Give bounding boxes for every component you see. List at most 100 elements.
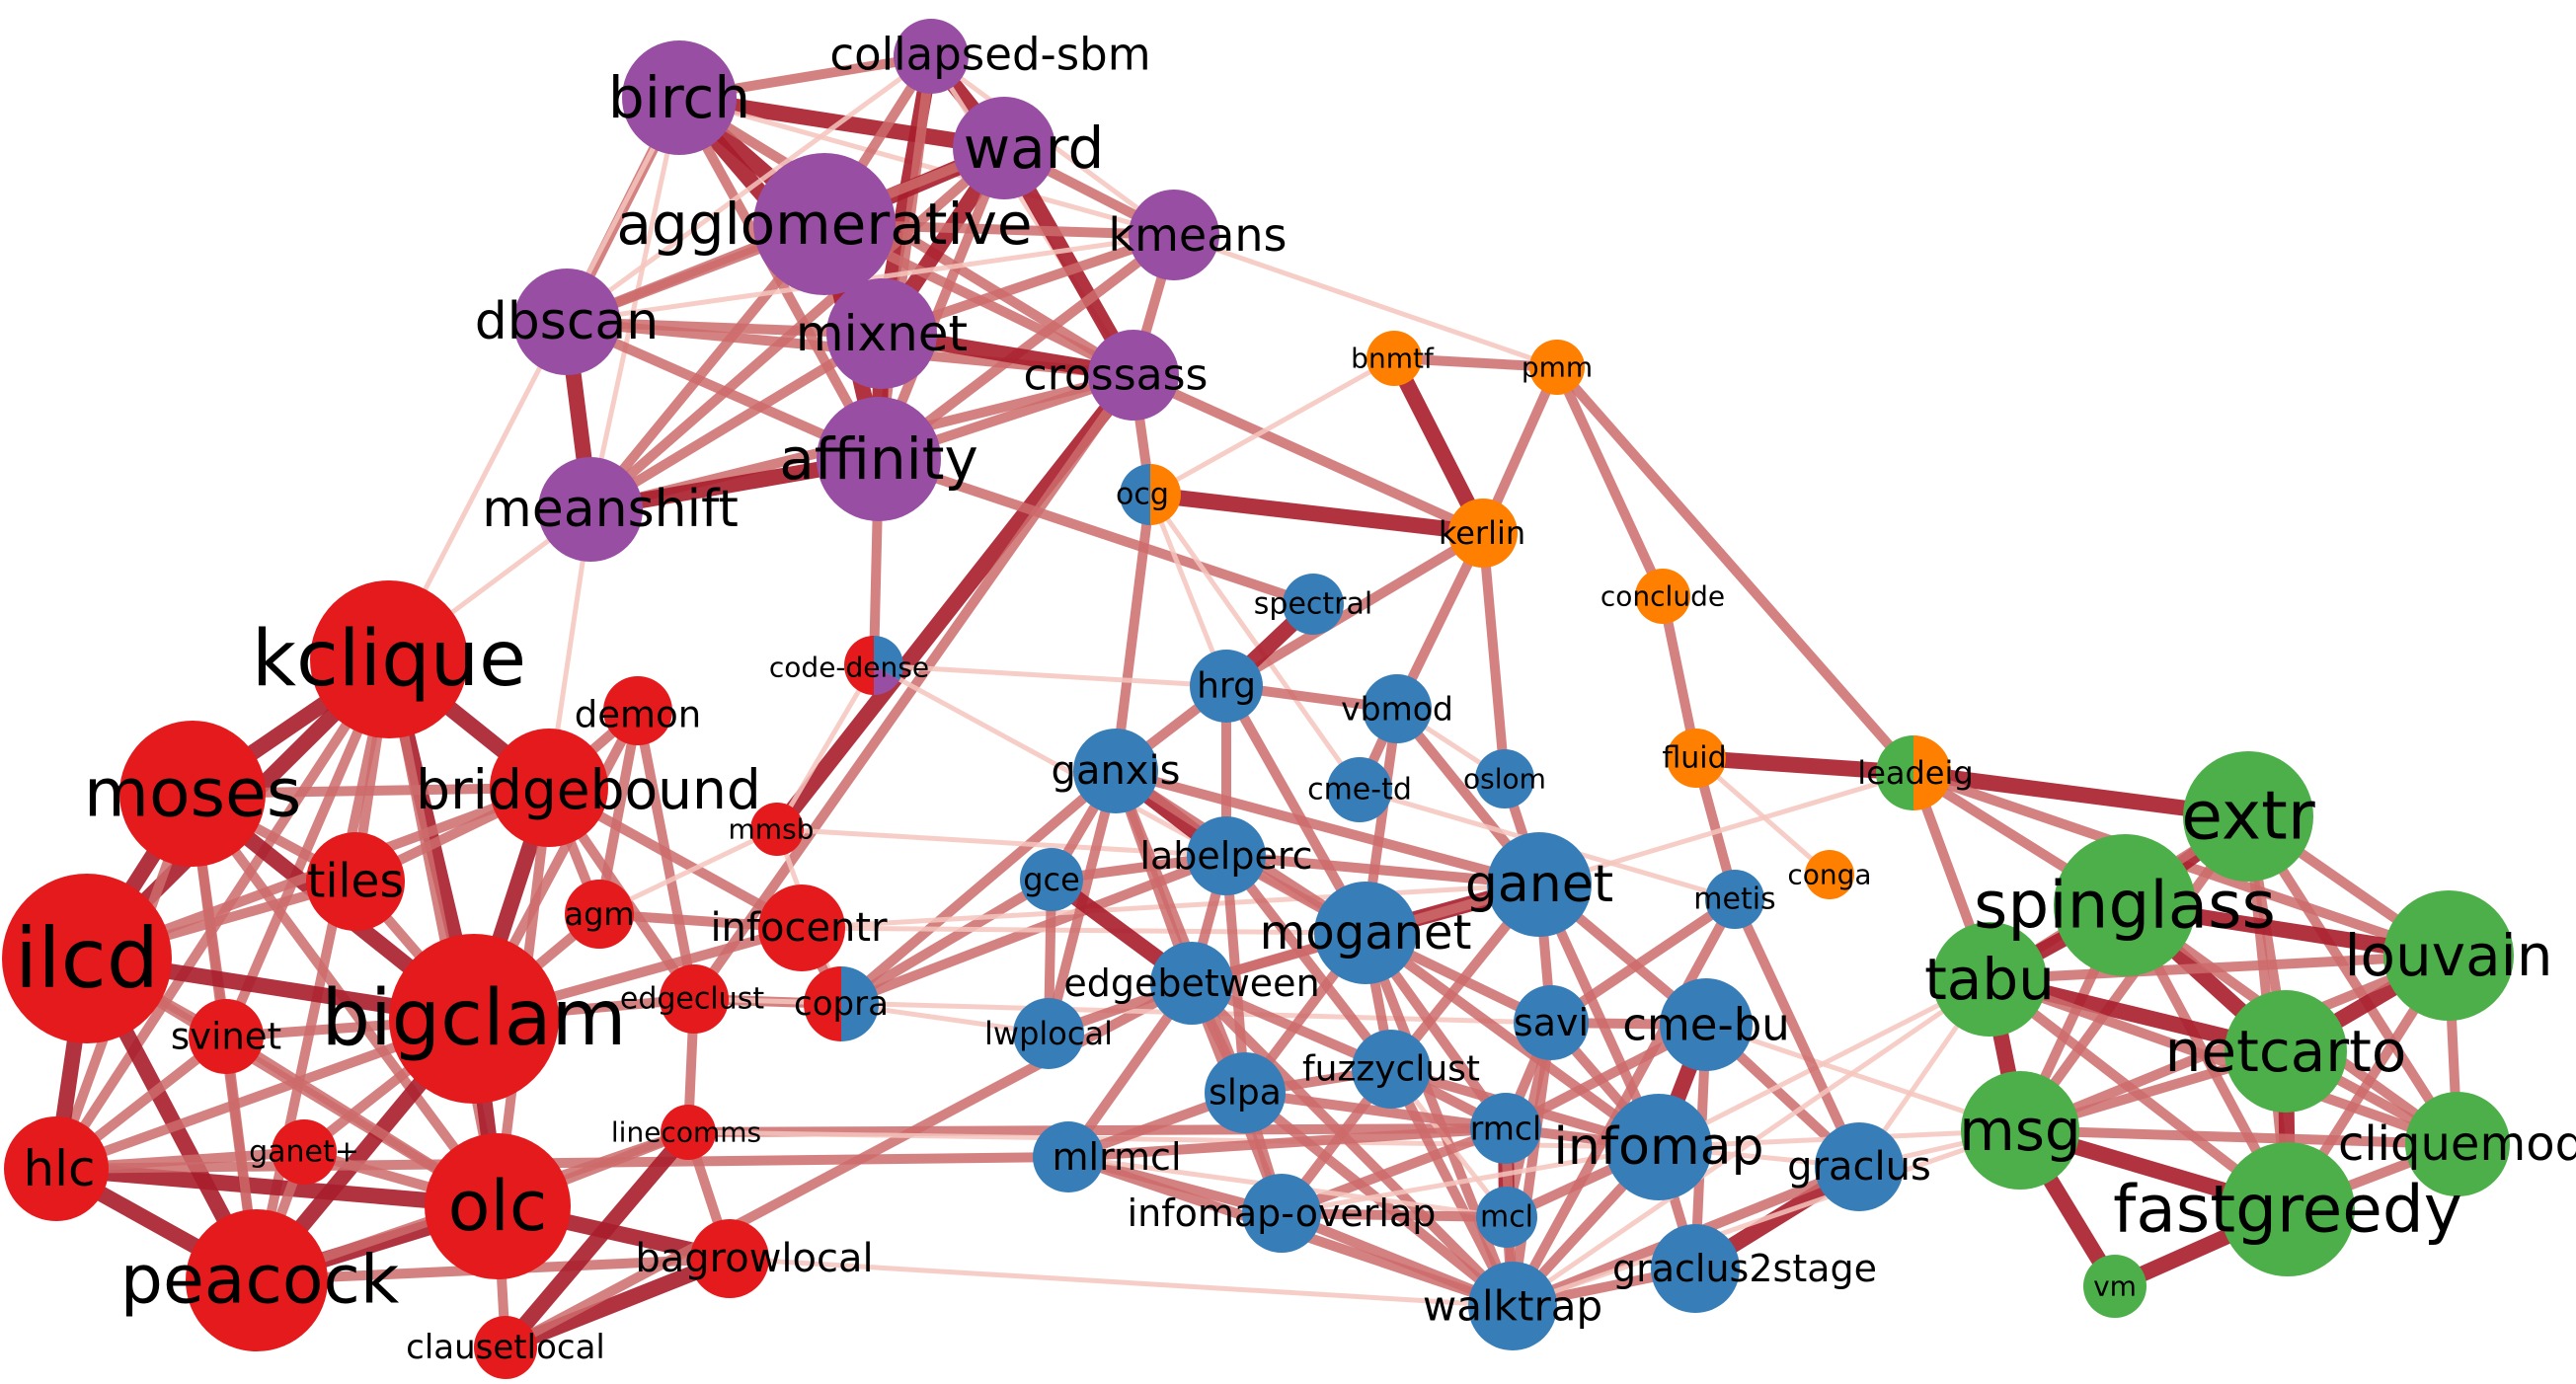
node-kclique[interactable] bbox=[310, 580, 468, 738]
node-graclus2stage[interactable] bbox=[1651, 1224, 1740, 1313]
node-gce[interactable] bbox=[1020, 848, 1083, 911]
node-bigclam[interactable] bbox=[389, 934, 559, 1104]
node-birch[interactable] bbox=[622, 40, 737, 155]
node-spinglass[interactable] bbox=[2054, 834, 2196, 976]
node-mlrmcl[interactable] bbox=[1033, 1121, 1104, 1192]
node-agglomerative[interactable] bbox=[753, 153, 896, 295]
node-edgeclust[interactable] bbox=[660, 964, 729, 1034]
node-conga[interactable] bbox=[1805, 850, 1854, 899]
node-tiles[interactable] bbox=[306, 832, 405, 931]
node-label-gce: gce bbox=[1023, 861, 1080, 898]
node-hrg[interactable] bbox=[1190, 650, 1263, 723]
node-label-lwplocal: lwplocal bbox=[984, 1015, 1113, 1052]
node-cme-bu[interactable] bbox=[1660, 978, 1753, 1071]
edge-copra-gce bbox=[836, 875, 1056, 1009]
node-mcl[interactable] bbox=[1476, 1187, 1537, 1248]
node-label-ganet+: ganet+ bbox=[249, 1135, 359, 1170]
node-dbscan[interactable] bbox=[513, 269, 620, 375]
node-collapsed-sbm[interactable] bbox=[894, 19, 969, 94]
node-affinity[interactable] bbox=[817, 397, 941, 521]
node-bagrowlocal[interactable] bbox=[690, 1219, 769, 1298]
node-kmeans[interactable] bbox=[1129, 190, 1219, 280]
node-circle-walktrap bbox=[1468, 1262, 1557, 1350]
node-label-mcl: mcl bbox=[1480, 1200, 1533, 1235]
node-rmcl[interactable] bbox=[1470, 1093, 1541, 1164]
node-graclus[interactable] bbox=[1815, 1122, 1904, 1211]
edge-kerlin-hrg bbox=[1221, 528, 1488, 691]
node-infomap-overlap[interactable] bbox=[1242, 1174, 1321, 1253]
node-circle-slpa bbox=[1205, 1052, 1286, 1133]
node-moganet[interactable] bbox=[1314, 882, 1417, 984]
node-ganet+[interactable] bbox=[272, 1119, 337, 1185]
node-cme-td[interactable] bbox=[1327, 757, 1392, 822]
node-moses[interactable] bbox=[119, 721, 266, 867]
node-oslom[interactable] bbox=[1475, 749, 1534, 808]
node-savi[interactable] bbox=[1514, 985, 1589, 1060]
node-half-left-copra bbox=[804, 966, 841, 1041]
node-half-right-ocg bbox=[1150, 464, 1181, 525]
node-label-pmm: pmm bbox=[1522, 351, 1593, 384]
node-hlc[interactable] bbox=[4, 1116, 109, 1221]
node-ganxis[interactable] bbox=[1073, 729, 1158, 813]
node-peacock[interactable] bbox=[186, 1209, 328, 1351]
node-ilcd[interactable] bbox=[2, 874, 172, 1043]
node-extr[interactable] bbox=[2183, 751, 2313, 882]
node-copra[interactable] bbox=[804, 966, 879, 1041]
node-labelperc[interactable] bbox=[1187, 816, 1266, 895]
node-circle-crossass bbox=[1088, 330, 1179, 421]
node-infocentr[interactable] bbox=[758, 884, 845, 971]
node-demon[interactable] bbox=[603, 676, 672, 745]
node-lwplocal[interactable] bbox=[1013, 998, 1084, 1069]
edge-collapsed-sbm-dbscan bbox=[564, 53, 934, 325]
node-fluid[interactable] bbox=[1667, 729, 1726, 788]
node-ganet[interactable] bbox=[1487, 832, 1592, 937]
node-ward[interactable] bbox=[953, 97, 1055, 199]
node-msg[interactable] bbox=[1961, 1071, 2079, 1190]
node-code-dense[interactable] bbox=[844, 636, 903, 695]
node-walktrap[interactable] bbox=[1468, 1262, 1557, 1350]
node-edgebetween[interactable] bbox=[1150, 942, 1233, 1025]
node-agm[interactable] bbox=[565, 880, 634, 949]
node-circle-fluid bbox=[1667, 729, 1726, 788]
node-infomap[interactable] bbox=[1605, 1094, 1712, 1200]
node-netcarto[interactable] bbox=[2225, 990, 2347, 1113]
node-clausetlocal[interactable] bbox=[474, 1316, 537, 1379]
node-circle-tiles bbox=[306, 832, 405, 931]
node-conclude[interactable] bbox=[1635, 569, 1690, 624]
node-circle-bridgebound bbox=[490, 729, 608, 847]
node-svinet[interactable] bbox=[189, 999, 264, 1074]
node-mmsb[interactable] bbox=[750, 803, 804, 856]
node-meanshift[interactable] bbox=[538, 457, 643, 562]
node-circle-ganet+ bbox=[272, 1119, 337, 1185]
node-vbmod[interactable] bbox=[1363, 674, 1432, 743]
node-bnmtf[interactable] bbox=[1366, 331, 1422, 386]
edge-labelperc-fuzzyclust bbox=[1221, 851, 1396, 1074]
node-slpa[interactable] bbox=[1205, 1052, 1286, 1133]
node-bridgebound[interactable] bbox=[490, 729, 608, 847]
node-circle-hlc bbox=[4, 1116, 109, 1221]
node-circle-louvain bbox=[2383, 890, 2514, 1021]
node-circle-dbscan bbox=[513, 269, 620, 375]
node-circle-ward bbox=[953, 97, 1055, 199]
node-linecomms[interactable] bbox=[661, 1105, 716, 1160]
node-leadeig[interactable] bbox=[1876, 735, 1951, 810]
node-mixnet[interactable] bbox=[826, 278, 937, 389]
node-olc[interactable] bbox=[425, 1133, 571, 1279]
edge-walktrap-tabu bbox=[1510, 976, 1992, 1309]
node-crossass[interactable] bbox=[1088, 330, 1179, 421]
node-label-bigclam: bigclam bbox=[321, 974, 626, 1063]
node-fastgreedy[interactable] bbox=[2221, 1142, 2355, 1276]
node-tabu[interactable] bbox=[1932, 922, 2047, 1037]
node-label-bridgebound: bridgebound bbox=[416, 758, 761, 821]
node-vm[interactable] bbox=[2083, 1255, 2147, 1318]
node-ocg[interactable] bbox=[1120, 464, 1181, 525]
edge-birch-kmeans bbox=[676, 95, 1177, 238]
node-metis[interactable] bbox=[1705, 870, 1764, 929]
node-pmm[interactable] bbox=[1529, 340, 1585, 395]
node-cliquemod[interactable] bbox=[2405, 1092, 2510, 1196]
node-fuzzyclust[interactable] bbox=[1352, 1030, 1431, 1109]
node-kerlin[interactable] bbox=[1448, 499, 1518, 568]
node-circle-collapsed-sbm bbox=[894, 19, 969, 94]
node-louvain[interactable] bbox=[2383, 890, 2514, 1021]
node-spectral[interactable] bbox=[1283, 574, 1344, 635]
